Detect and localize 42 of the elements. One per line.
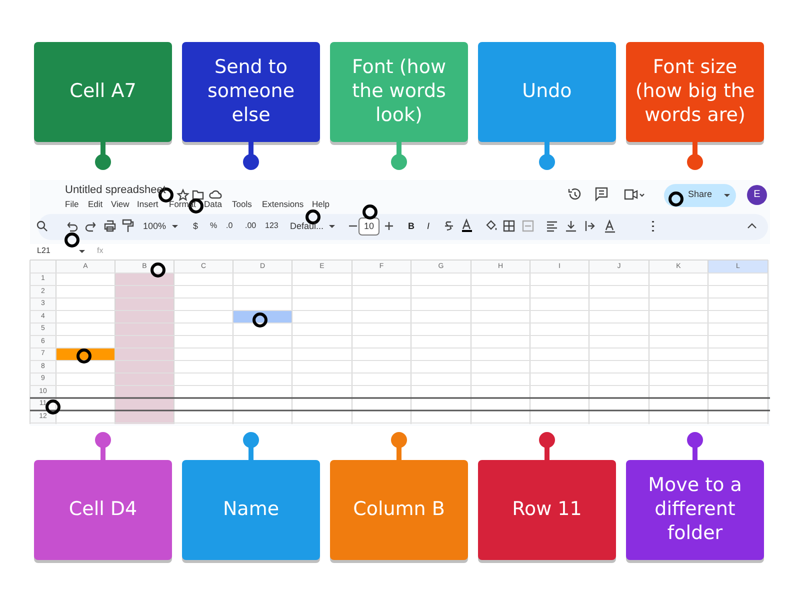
card-label: Row 11 <box>512 498 582 522</box>
toolbar-label: fx <box>97 246 104 255</box>
toolbar-label: Defaul... <box>290 221 324 231</box>
label-card <box>478 460 616 560</box>
label-card <box>330 42 468 142</box>
menu-item: Insert <box>137 199 158 209</box>
toolbar-label: B <box>408 221 414 231</box>
label-card <box>182 460 320 560</box>
toolbar-label: .0 <box>226 221 233 230</box>
card-label: Send to someone else <box>206 56 296 128</box>
label-card <box>626 460 764 560</box>
menu-item: View <box>111 199 130 209</box>
card-label: Cell A7 <box>70 80 136 104</box>
toolbar-label: $ <box>193 221 198 231</box>
label-card <box>626 42 764 142</box>
card-label: Move to a different folder <box>647 474 743 546</box>
label-card <box>34 42 172 142</box>
share-button-label: Share <box>688 189 712 199</box>
toolbar-label: 10 <box>364 221 374 231</box>
card-label: Column B <box>353 498 445 522</box>
cell-reference: L21 <box>37 246 50 255</box>
card-label: Font (how the words look) <box>350 56 448 128</box>
toolbar-label: % <box>210 221 218 230</box>
menu-item: Edit <box>88 199 103 209</box>
card-label: Cell D4 <box>68 498 138 522</box>
menu-item: Extensions <box>262 199 304 209</box>
toolbar-label: I <box>427 221 430 231</box>
card-label: Font size (how big the words are) <box>634 56 756 128</box>
card-label: Undo <box>522 80 572 104</box>
toolbar-label: 123 <box>265 221 278 230</box>
label-card <box>34 460 172 560</box>
label-card <box>182 42 320 142</box>
card-label: Name <box>222 498 280 522</box>
menu-item: Tools <box>232 199 252 209</box>
toolbar-label: .00 <box>245 221 256 230</box>
label-card <box>478 42 616 142</box>
label-card <box>330 460 468 560</box>
avatar-initial: E <box>754 189 760 200</box>
menu-item: File <box>65 199 79 209</box>
menu-item: Data <box>204 199 222 209</box>
menu-item: Help <box>312 199 330 209</box>
toolbar-label: 100% <box>143 221 166 231</box>
